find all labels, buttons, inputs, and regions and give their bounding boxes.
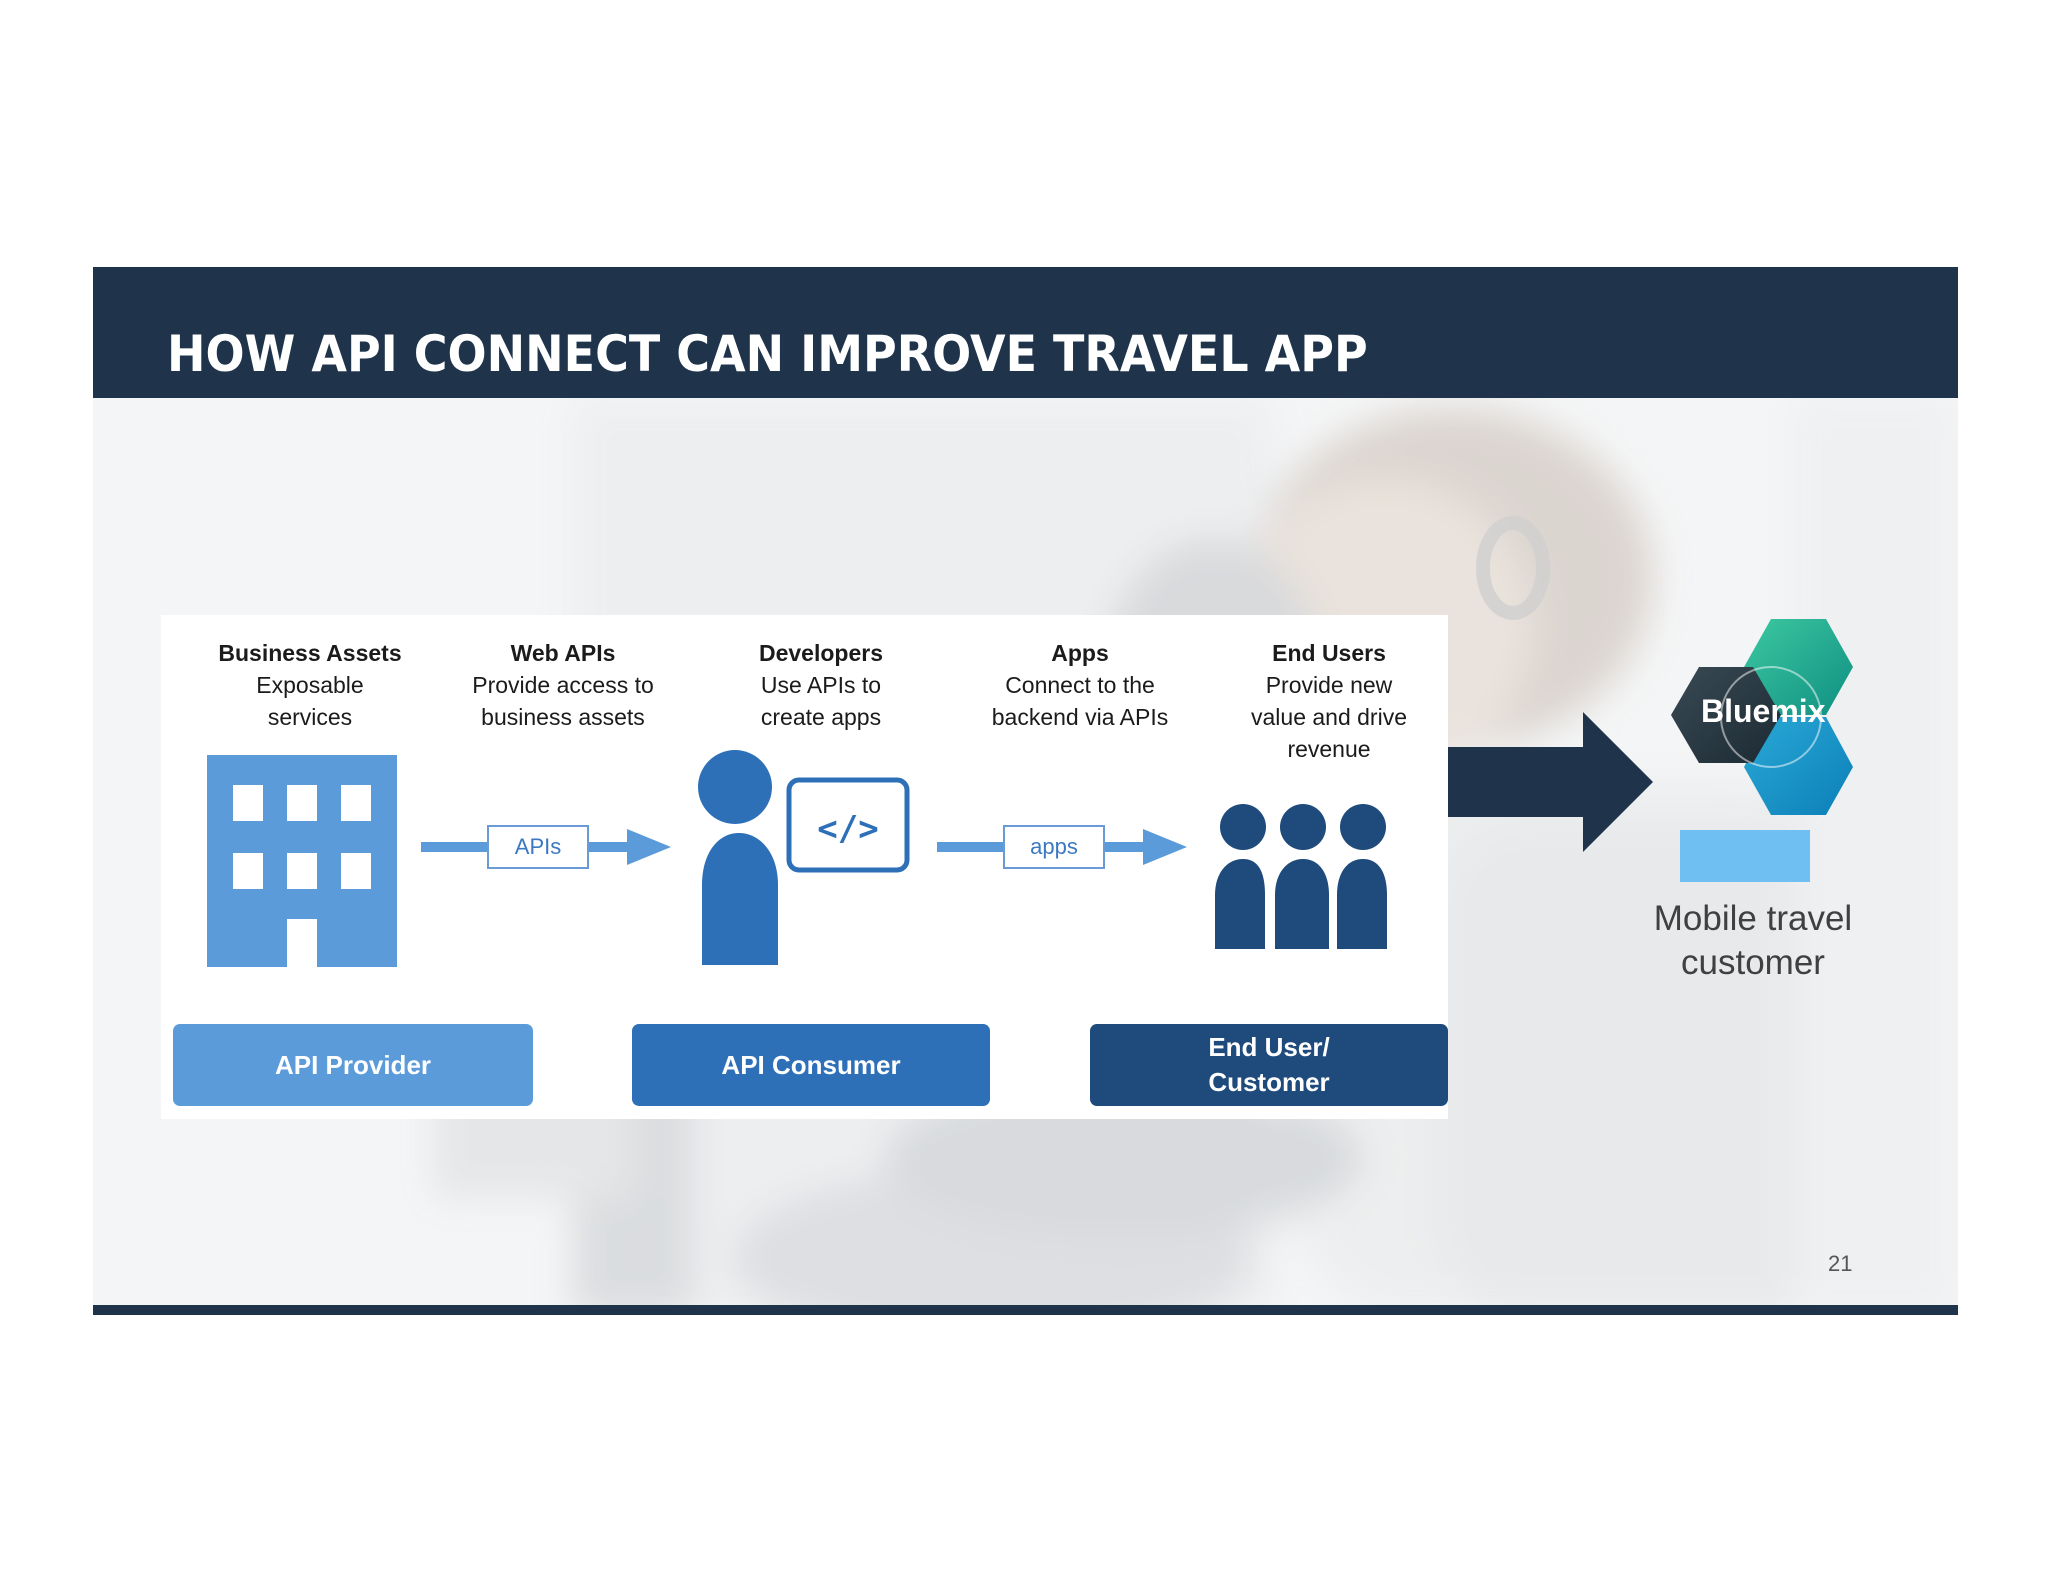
step-developers: Developers Use APIs to create apps <box>711 637 931 733</box>
end-user-customer-button[interactable]: End User/ Customer <box>1090 1024 1448 1106</box>
slide: HOW API CONNECT CAN IMPROVE TRAVEL APP B… <box>93 267 1958 1315</box>
step-end-users: End Users Provide new value and drive re… <box>1219 637 1439 765</box>
bluemix-hexagon-logo <box>1671 619 1853 815</box>
caption-line: Mobile travel <box>1653 899 1853 938</box>
step-heading: Apps <box>1051 640 1109 666</box>
big-arrow-icon <box>1448 712 1653 852</box>
step-heading: Business Assets <box>218 640 402 666</box>
step-text: Use APIs to <box>760 672 882 698</box>
mobile-travel-caption: Mobile travel customer <box>1633 897 1873 985</box>
api-diagram-panel: Business Assets Exposable services Web A… <box>161 615 1448 1119</box>
page-number: 21 <box>1828 1251 1853 1276</box>
step-text: Provide new <box>1265 672 1393 698</box>
apps-label: apps <box>1003 825 1105 869</box>
title-bar: HOW API CONNECT CAN IMPROVE TRAVEL APP <box>93 267 1958 398</box>
bluemix-brand: Bluemix <box>1701 693 1826 729</box>
caption-line: customer <box>1681 943 1825 982</box>
step-text: Provide access to <box>472 672 654 698</box>
code-window-icon: </> <box>786 777 910 873</box>
step-heading: End Users <box>1272 640 1386 666</box>
step-text: revenue <box>1287 736 1371 762</box>
step-text: backend via APIs <box>991 704 1169 730</box>
step-text: Exposable <box>256 672 364 698</box>
api-consumer-button[interactable]: API Consumer <box>632 1024 990 1106</box>
building-icon <box>207 755 397 967</box>
users-icon <box>1215 804 1387 949</box>
step-text: services <box>267 704 353 730</box>
bottom-rule <box>93 1305 1958 1315</box>
step-text: business assets <box>481 704 645 730</box>
page-title: HOW API CONNECT CAN IMPROVE TRAVEL APP <box>167 325 1368 383</box>
step-heading: Developers <box>758 640 883 666</box>
step-web-apis: Web APIs Provide access to business asse… <box>438 637 688 733</box>
code-symbol: </> <box>817 809 878 849</box>
api-provider-button[interactable]: API Provider <box>173 1024 533 1106</box>
step-apps: Apps Connect to the backend via APIs <box>960 637 1200 733</box>
blue-bar <box>1680 830 1810 882</box>
step-text: value and drive <box>1251 704 1407 730</box>
step-text: Connect to the <box>1005 672 1155 698</box>
step-heading: Web APIs <box>510 640 616 666</box>
step-text: create apps <box>760 704 882 730</box>
step-business-assets: Business Assets Exposable services <box>200 637 420 733</box>
apis-label: APIs <box>487 825 589 869</box>
developer-icon <box>698 750 778 965</box>
